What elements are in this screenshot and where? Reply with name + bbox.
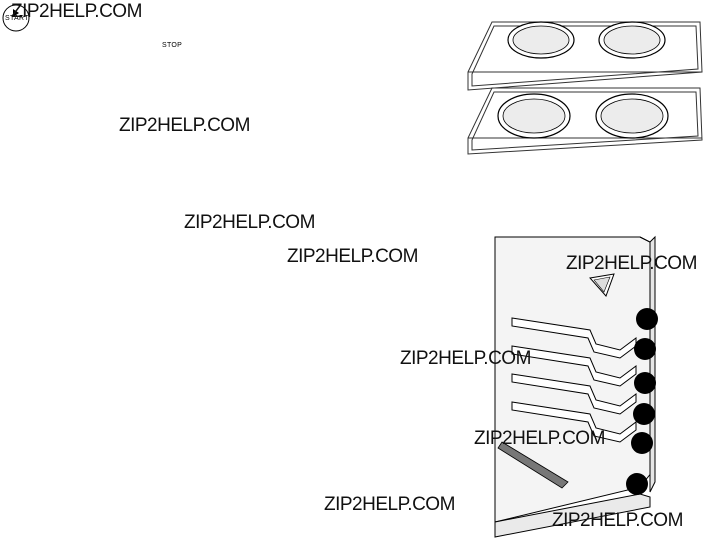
shelves-with-tins-illustration [467, 21, 703, 155]
baking-tin [497, 93, 571, 139]
door-edge [494, 493, 651, 538]
shelf-runners [511, 317, 637, 443]
watermark: ZIP2HELP.COM [119, 115, 250, 136]
watermark: ZIP2HELP.COM [324, 494, 455, 515]
watermark: ZIP2HELP.COM [552, 510, 683, 531]
start-label: START [5, 15, 29, 22]
baking-tin [595, 93, 669, 139]
shelf-position-markers [626, 308, 658, 495]
oven-interior-illustration [494, 235, 658, 538]
play-icon [13, 9, 19, 17]
watermark: ZIP2HELP.COM [400, 348, 531, 369]
baking-tin [507, 21, 575, 59]
start-symbol [2, 4, 30, 32]
watermark: ZIP2HELP.COM [184, 212, 315, 233]
baking-tin [598, 21, 666, 59]
watermark: ZIP2HELP.COM [566, 253, 697, 274]
bottom-element [497, 441, 569, 489]
watermark: ZIP2HELP.COM [287, 246, 418, 267]
stop-label: STOP [162, 42, 183, 49]
watermark: ZIP2HELP.COM [11, 1, 142, 22]
watermark: ZIP2HELP.COM [474, 428, 605, 449]
